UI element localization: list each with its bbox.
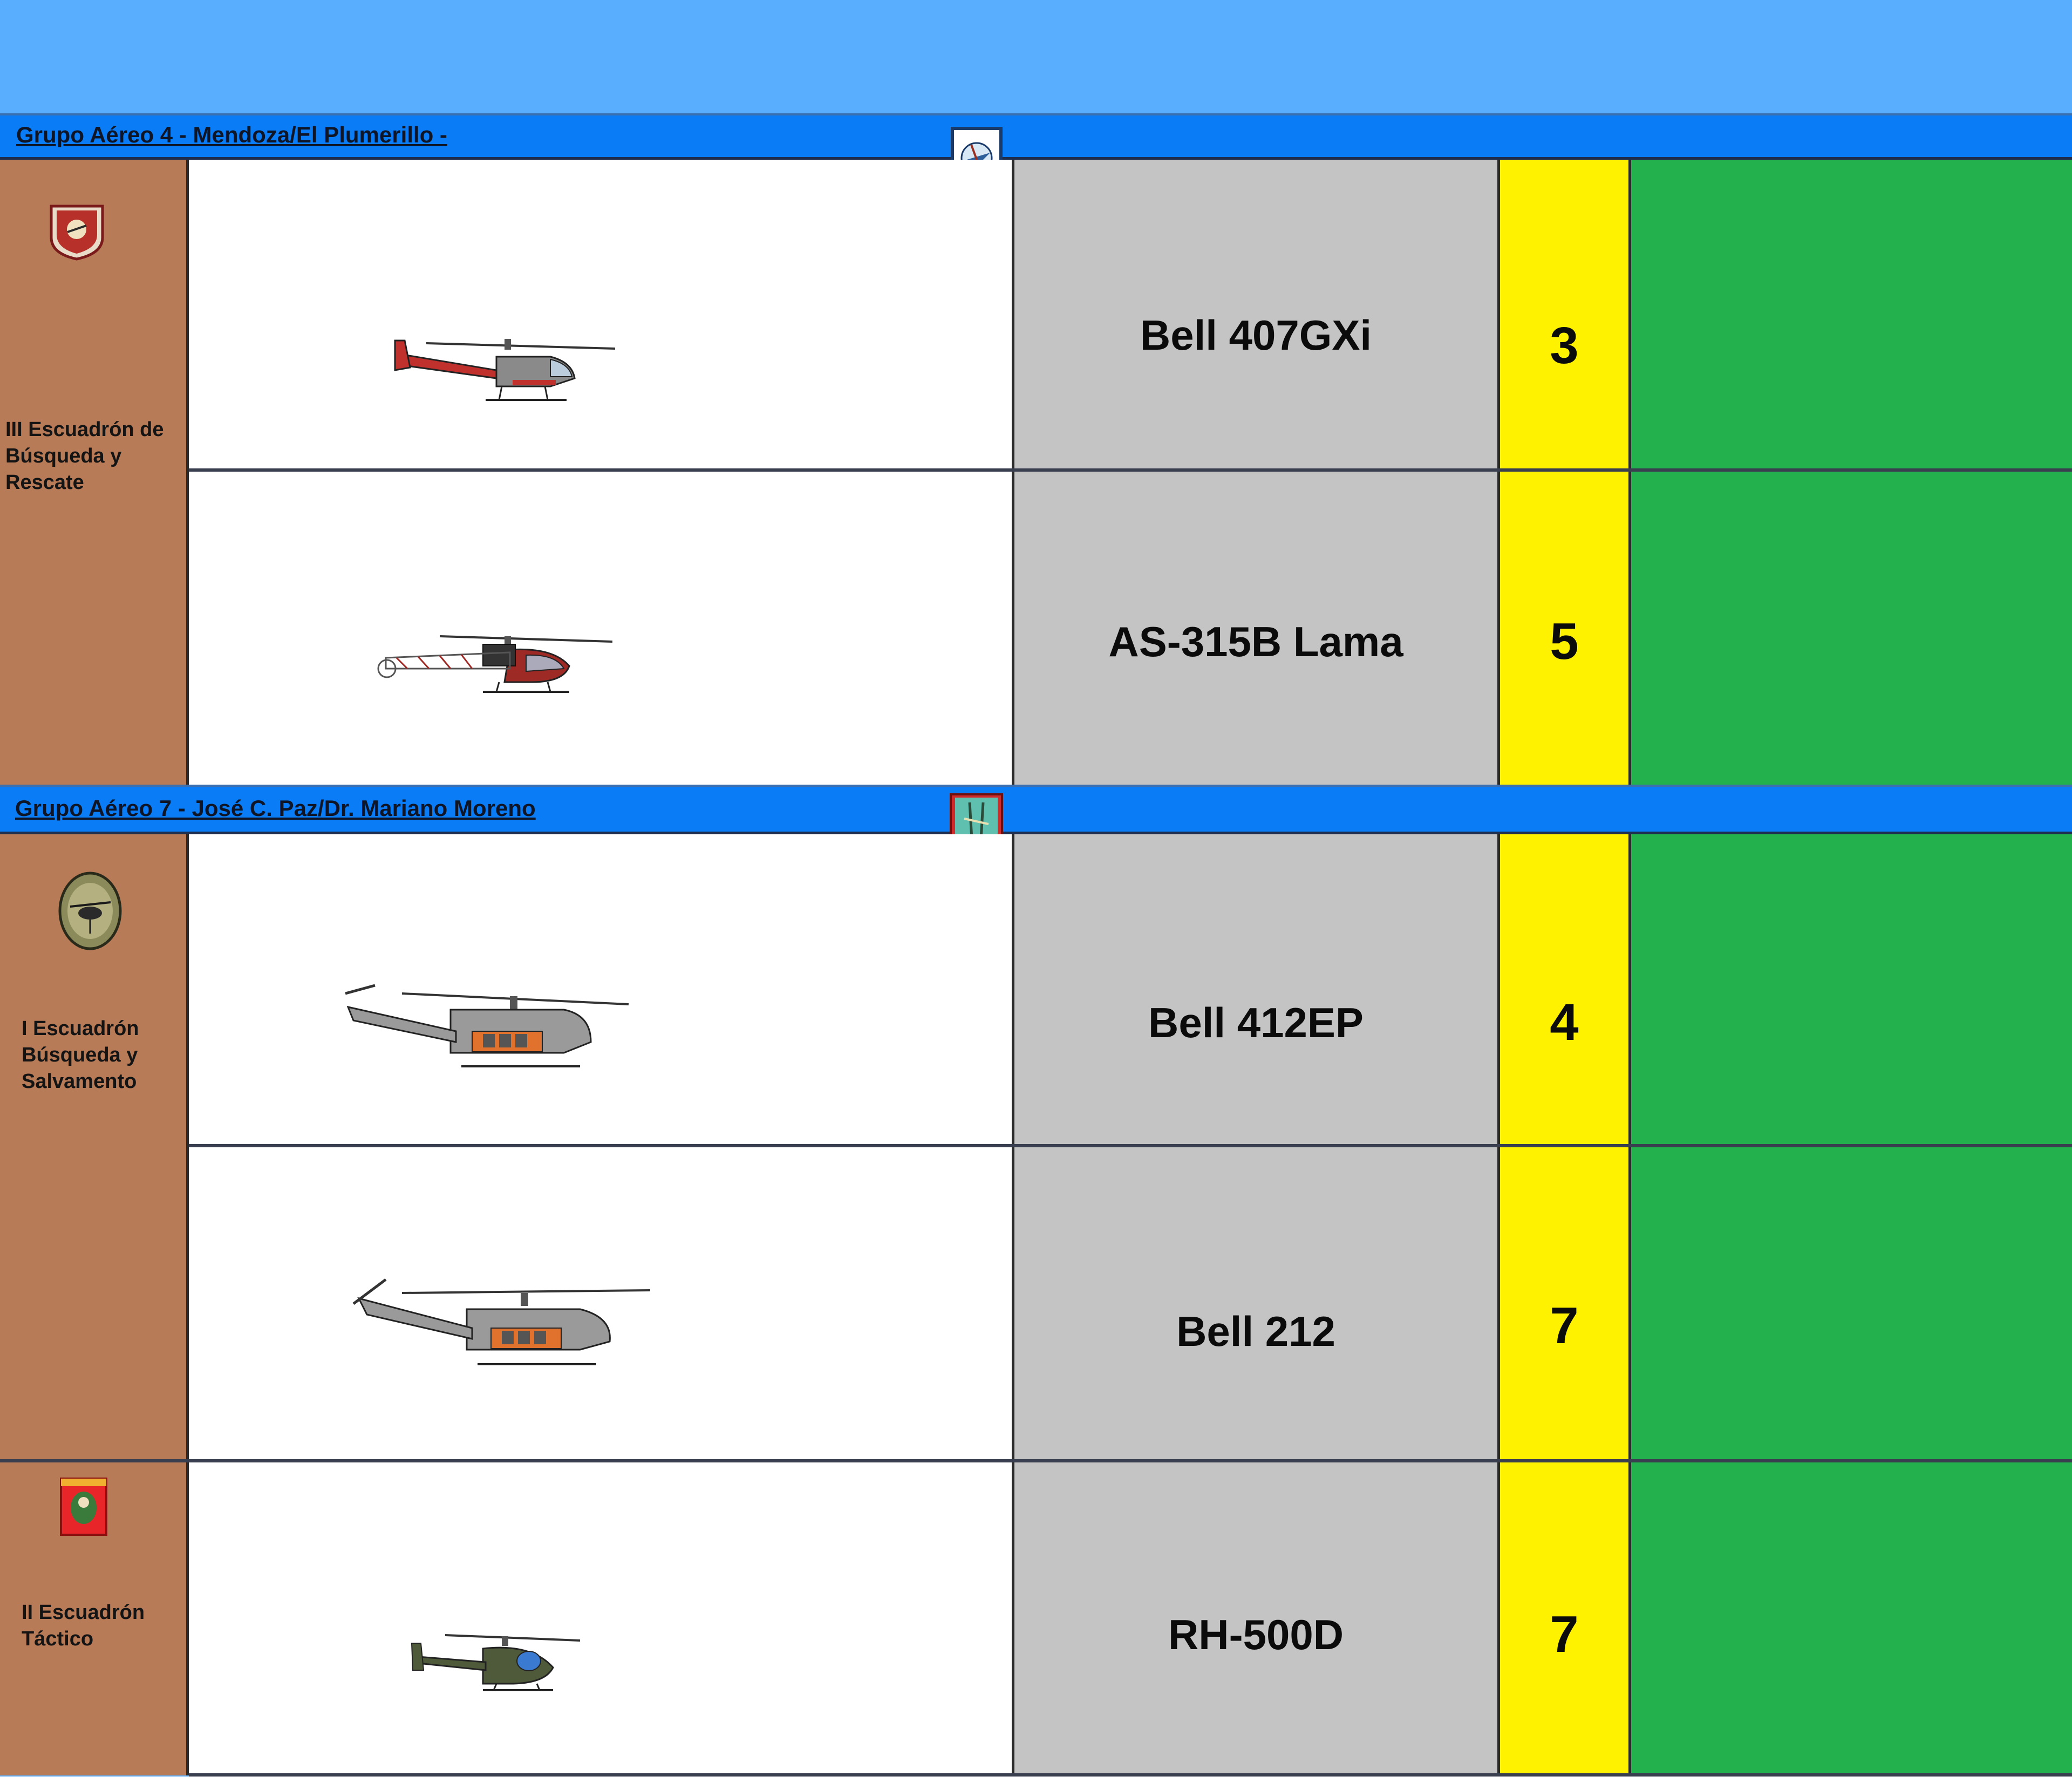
squadron-shield-icon [50,205,104,261]
aircraft-model-cell: AS-315B Lama [1014,472,1500,785]
status-cell [1631,1462,2072,1775]
aircraft-count-cell: 3 [1500,160,1631,471]
top-banner [0,0,2072,113]
group-title: Grupo Aéreo 7 - José C. Paz/Dr. Mariano … [15,795,536,821]
status-cell [1631,834,2072,1146]
unit-cell-iii-escuadron: III Escuadrón de Búsqueda y Rescate [0,160,189,785]
group-header-g4: Grupo Aéreo 4 - Mendoza/El Plumerillo - [0,113,2072,160]
aircraft-count-cell: 5 [1500,472,1631,785]
tactical-red-banner-icon [60,1478,107,1536]
status-cell [1631,160,2072,471]
unit-name: II Escuadrón Táctico [22,1601,145,1650]
aircraft-model: AS-315B Lama [1108,618,1403,665]
aircraft-count-cell: 4 [1500,834,1631,1146]
aircraft-count: 3 [1550,317,1579,375]
aircraft-image-cell [189,1462,1014,1775]
row-divider [189,1144,2072,1147]
aircraft-image-cell [189,834,1014,1146]
aircraft-model: Bell 212 [1176,1308,1335,1355]
search-rescue-round-emblem-icon [58,872,122,950]
status-cell [1631,1147,2072,1461]
unit-name: III Escuadrón de Búsqueda y Rescate [5,418,164,494]
aircraft-model-cell: Bell 212 [1014,1147,1500,1461]
row-divider [0,1459,2072,1462]
aircraft-count: 5 [1550,612,1579,670]
bell-407-helicopter-icon [394,339,616,401]
unit-name: I Escuadrón Búsqueda y Salvamento [22,1017,139,1093]
aircraft-model-cell: Bell 407GXi [1014,160,1500,471]
aircraft-model: Bell 407GXi [1140,311,1372,359]
aircraft-count: 4 [1550,993,1579,1051]
lama-helicopter-icon [377,635,613,693]
row-divider [189,1773,2072,1777]
group-title: Grupo Aéreo 4 - Mendoza/El Plumerillo - [16,122,447,147]
aircraft-count: 7 [1550,1605,1579,1663]
aircraft-image-cell [189,1147,1014,1461]
aircraft-model: Bell 412EP [1148,999,1364,1046]
bell-412-helicopter-icon [345,984,629,1067]
group-header-g7: Grupo Aéreo 7 - José C. Paz/Dr. Mariano … [0,785,2072,834]
aircraft-model: RH-500D [1168,1611,1344,1658]
row-divider [189,468,2072,472]
aircraft-model-cell: RH-500D [1014,1462,1500,1775]
aircraft-model-cell: Bell 412EP [1014,834,1500,1146]
bottom-strip [0,1777,2072,1790]
status-cell [1631,472,2072,785]
aircraft-image-cell [189,472,1014,785]
rh-500-helicopter-icon [411,1634,581,1691]
aircraft-count: 7 [1550,1297,1579,1355]
aircraft-count-cell: 7 [1500,1462,1631,1775]
aircraft-image-cell [189,160,1014,471]
aircraft-count-cell: 7 [1500,1147,1631,1461]
bell-212-helicopter-icon [352,1278,651,1365]
